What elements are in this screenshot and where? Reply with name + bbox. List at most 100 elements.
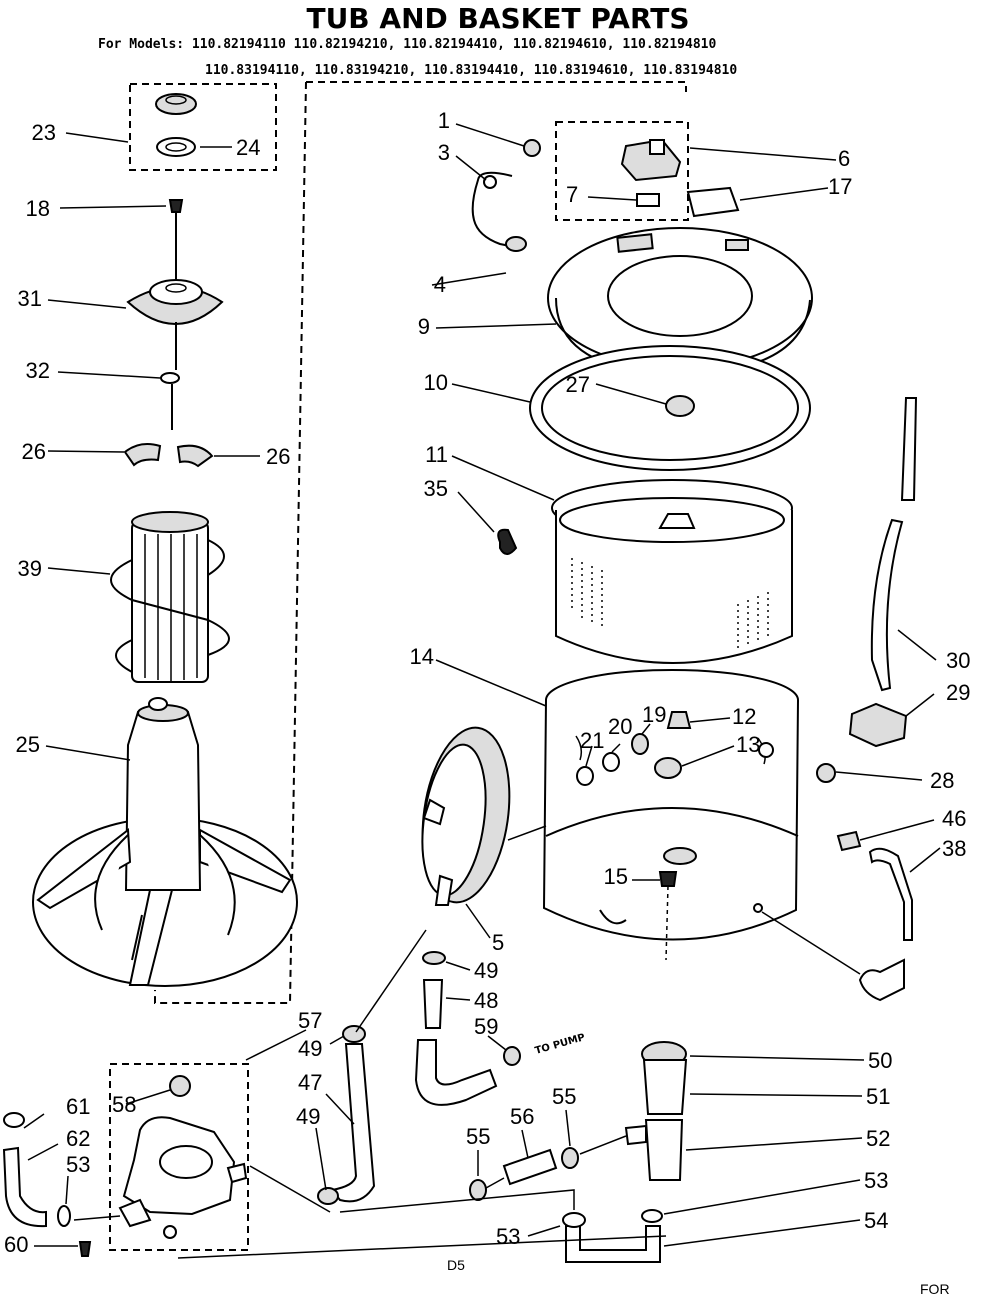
callout-35: 35 [424, 476, 448, 501]
callout-23: 23 [32, 120, 56, 145]
callout-9: 9 [418, 314, 430, 339]
callout-20: 20 [608, 714, 632, 739]
sleeve-51 [642, 1059, 688, 1115]
callout-21: 21 [580, 728, 604, 753]
callout-50: 50 [868, 1048, 892, 1073]
clamp-55a [469, 1179, 487, 1201]
drain-nut-15 [658, 871, 678, 887]
switch-cover-plate [686, 186, 740, 218]
clamp-28 [816, 763, 836, 783]
drive-dog-left [123, 443, 162, 467]
callout-58: 58 [112, 1092, 136, 1117]
clamp-49a [422, 951, 446, 965]
callout-49a: 49 [474, 958, 498, 983]
callout-53-bottom: 53 [496, 1224, 520, 1249]
grommet-1 [523, 139, 541, 157]
callout-27: 27 [566, 372, 590, 397]
callout-19: 19 [642, 702, 666, 727]
pump-assembly [118, 1075, 248, 1239]
wire-harness [471, 171, 513, 247]
callout-31: 31 [18, 286, 42, 311]
washer-32 [160, 372, 180, 384]
callout-54: 54 [864, 1208, 888, 1233]
callout-labels: 1 3 4 6 7 17 9 10 27 11 35 14 21 20 19 1… [4, 108, 970, 1257]
hose-54 [565, 1225, 661, 1263]
agitator-bolt [168, 199, 184, 213]
cap-group-box [129, 83, 277, 171]
hose-48 [422, 979, 444, 1029]
clamp-53b [641, 1209, 663, 1223]
seal-13 [654, 757, 682, 779]
grommet-4 [505, 236, 527, 252]
callout-49c: 49 [296, 1104, 320, 1129]
callout-11: 11 [425, 442, 448, 467]
drive-dog-right [176, 444, 214, 468]
leader-lines [23, 123, 941, 1247]
clamp-59 [503, 1046, 521, 1066]
callout-15: 15 [604, 864, 628, 889]
callout-14: 14 [410, 644, 434, 669]
agitator-auger [110, 511, 230, 683]
bearing-12 [666, 711, 692, 729]
basket-nut [665, 395, 695, 417]
wash-basket [551, 479, 793, 664]
callout-12: 12 [732, 704, 756, 729]
callout-3: 3 [438, 140, 450, 165]
callout-52: 52 [866, 1126, 890, 1151]
washer-19 [631, 733, 649, 755]
page-title: TUB AND BASKET PARTS [306, 2, 689, 35]
callout-5: 5 [492, 930, 504, 955]
washer-20 [602, 752, 620, 772]
pressure-dome [421, 726, 511, 906]
callout-24: 24 [236, 135, 260, 160]
cap-seal-ring [156, 137, 196, 157]
page-code: D5 [447, 1257, 465, 1273]
clamp-49b [342, 1025, 366, 1043]
callout-57: 57 [298, 1008, 322, 1033]
clamp-61 [3, 1112, 25, 1128]
callout-53-left: 53 [66, 1152, 90, 1177]
to-pump-label: TO PUMP [534, 1032, 587, 1057]
clamp-53c [562, 1212, 586, 1228]
callout-4: 4 [434, 272, 446, 297]
callout-10: 10 [424, 370, 448, 395]
clip-35 [497, 528, 518, 555]
hose-56 [502, 1148, 558, 1186]
callout-53-right: 53 [864, 1168, 888, 1193]
models-line-1: For Models: 110.82194110 110.82194210, 1… [98, 37, 716, 52]
callout-1: 1 [438, 108, 450, 133]
callout-51: 51 [866, 1084, 890, 1109]
callout-17: 17 [828, 174, 852, 199]
hose-62 [2, 1146, 47, 1228]
callout-38: 38 [942, 836, 966, 861]
clamp-49c [317, 1187, 339, 1205]
screw-60 [78, 1241, 92, 1257]
agitator-base [32, 697, 298, 987]
callout-55-right: 55 [552, 1084, 576, 1109]
washer-21 [576, 766, 594, 786]
callout-46: 46 [942, 806, 966, 831]
fill-hose-upper [900, 397, 918, 501]
callout-30: 30 [946, 648, 970, 673]
clamp-55b [561, 1147, 579, 1169]
models-line-2: 110.83194110, 110.83194210, 110.83194410… [205, 63, 737, 78]
lid-switch-box [555, 121, 689, 221]
callout-61: 61 [66, 1094, 90, 1119]
clamp-46 [836, 830, 862, 852]
agitator-group-frame [154, 81, 687, 1004]
callout-32: 32 [26, 358, 50, 383]
callout-48: 48 [474, 988, 498, 1013]
outer-tub [542, 669, 799, 941]
callout-18: 18 [26, 196, 50, 221]
callout-55-left: 55 [466, 1124, 490, 1149]
tee-52 [644, 1119, 684, 1181]
callout-6: 6 [838, 146, 850, 171]
switch-actuator [636, 193, 660, 207]
callout-39: 39 [18, 556, 42, 581]
callout-60: 60 [4, 1232, 28, 1257]
fill-hose-30 [870, 518, 904, 692]
clamp-53a [57, 1205, 71, 1227]
corner-text: FOR [920, 1281, 950, 1297]
callout-47: 47 [298, 1070, 322, 1095]
